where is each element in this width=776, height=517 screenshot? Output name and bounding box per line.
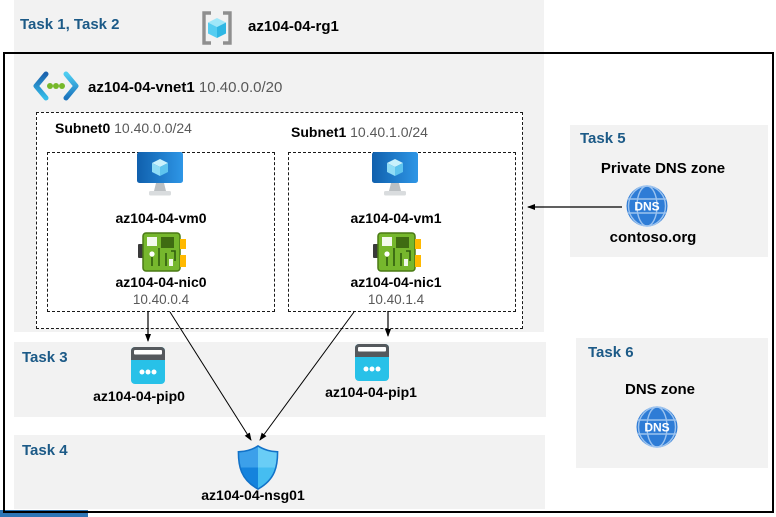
resource-group-name: az104-04-rg1 [248, 18, 339, 35]
dns-icon-text: DNS [644, 421, 669, 435]
vnet-name: az104-04-vnet1 [88, 79, 195, 96]
resource-group-icon [202, 11, 232, 45]
subnet1-cidr: 10.40.1.0/24 [350, 124, 428, 140]
task5-title: Private DNS zone [600, 160, 726, 177]
public-ip-icon [131, 347, 165, 384]
corner-accent-bar [0, 510, 88, 517]
virtual-machine-icon [137, 152, 183, 196]
nsg-shield-icon [237, 445, 279, 490]
vm1-label: az104-04-vm1 [350, 210, 442, 226]
task3-label: Task 3 [22, 349, 68, 366]
public-ip-icon [355, 344, 389, 381]
subnet0-cidr: 10.40.0.0/24 [114, 120, 192, 136]
subnet0-label: Subnet0 10.40.0.0/24 [55, 120, 192, 136]
task12-label: Task 1, Task 2 [20, 16, 120, 33]
nic0-ip: 10.40.0.4 [132, 292, 190, 307]
task5-label: Task 5 [580, 130, 626, 147]
task5-box [570, 125, 768, 257]
nic1-ip: 10.40.1.4 [367, 292, 425, 307]
task3-band [14, 342, 546, 417]
task12-band [14, 0, 544, 52]
task4-label: Task 4 [22, 442, 68, 459]
task6-title: DNS zone [624, 381, 696, 398]
nsg-label: az104-04-nsg01 [201, 487, 305, 503]
network-interface-icon [373, 232, 421, 272]
task6-label: Task 6 [588, 344, 634, 361]
nic1-label: az104-04-nic1 [350, 274, 442, 290]
subnets-container [36, 112, 523, 329]
virtual-network-icon [33, 71, 79, 101]
vnet-title: az104-04-vnet1 10.40.0.0/20 [88, 79, 282, 96]
dns-zone-icon: DNS [626, 185, 668, 227]
pip1-label: az104-04-pip1 [325, 384, 417, 400]
subnet0-name: Subnet0 [55, 120, 111, 136]
vm0-label: az104-04-vm0 [115, 210, 207, 226]
virtual-machine-icon [372, 152, 418, 196]
dns-zone-icon: DNS [636, 406, 678, 448]
nic0-label: az104-04-nic0 [115, 274, 207, 290]
network-interface-icon [138, 232, 186, 272]
subnet1-label: Subnet1 10.40.1.0/24 [291, 124, 428, 140]
pip0-label: az104-04-pip0 [93, 388, 185, 404]
task5-zone-name: contoso.org [609, 229, 697, 246]
task6-box [576, 338, 768, 468]
vnet-cidr: 10.40.0.0/20 [198, 79, 283, 96]
subnet1-name: Subnet1 [291, 124, 347, 140]
task4-band [14, 435, 545, 509]
dns-icon-text: DNS [634, 200, 659, 214]
